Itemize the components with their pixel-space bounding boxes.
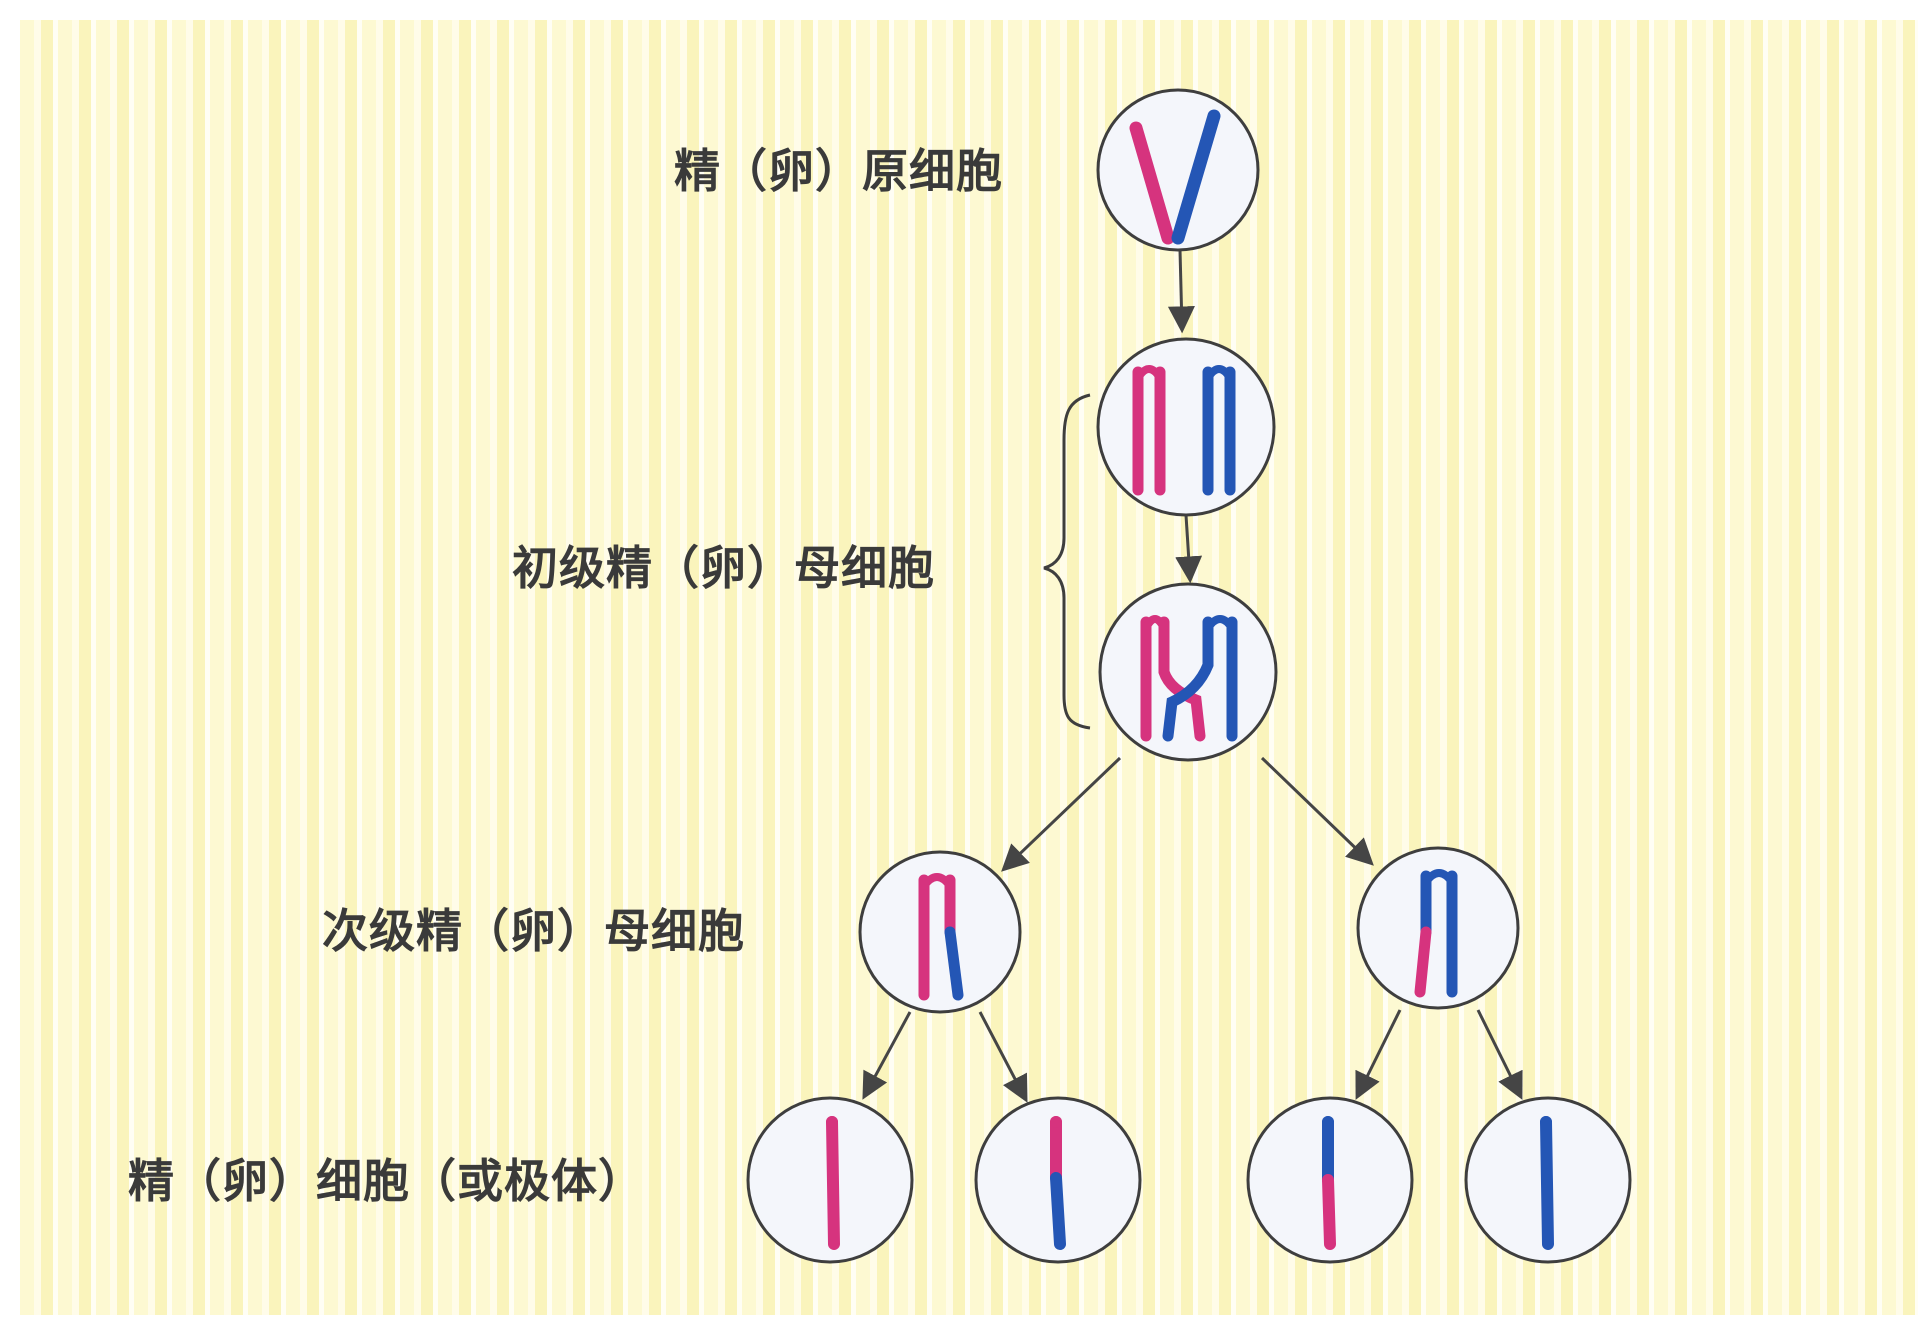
chromosome — [1171, 109, 1221, 245]
label-gamete: 精（卵）细胞（或极体） — [128, 1154, 645, 1208]
centromere — [1204, 365, 1234, 382]
arrow — [1167, 249, 1195, 334]
chromosomes-gametes — [826, 1116, 1554, 1250]
centromere — [1050, 1116, 1062, 1128]
label-secondary-spermatocyte: 次级精（卵）母细胞 — [322, 904, 745, 958]
centromere — [1134, 365, 1164, 382]
chromatid — [1162, 616, 1214, 742]
chromosome — [1540, 1116, 1554, 1250]
arrows — [862, 249, 1523, 1103]
chromosome — [1050, 1172, 1066, 1250]
arrow — [1355, 1009, 1402, 1100]
arrow — [1175, 514, 1203, 584]
chromosome — [1322, 1174, 1336, 1250]
chromatid — [1414, 926, 1432, 998]
chromosomes-primary-2 — [1140, 615, 1238, 742]
centromere — [1322, 1116, 1334, 1128]
arrow — [1001, 756, 1122, 872]
chromatid — [1158, 616, 1206, 742]
centromere — [826, 1116, 838, 1128]
centromere — [1142, 615, 1168, 632]
cell-secondary-2 — [1356, 846, 1520, 1010]
centromere — [1540, 1116, 1552, 1128]
chromatid — [944, 926, 964, 1001]
chromosome — [1129, 121, 1175, 245]
arrow — [1476, 1009, 1523, 1100]
arrow — [978, 1011, 1028, 1103]
cell-secondary-1 — [858, 850, 1022, 1014]
centromere — [1204, 615, 1236, 632]
chromosomes-secondary-2 — [1414, 869, 1458, 998]
cell-primary-2 — [1098, 582, 1278, 762]
chromosomes-spermatogonium — [1129, 109, 1221, 245]
chromosomes-secondary-1 — [918, 873, 964, 1001]
background — [20, 20, 1918, 1315]
brace — [1043, 393, 1091, 730]
centromere — [920, 873, 954, 890]
cells — [746, 88, 1632, 1264]
arrow — [862, 1011, 912, 1100]
cell-primary-1 — [1096, 337, 1276, 517]
label-spermatogonium: 精（卵）原细胞 — [674, 144, 1003, 198]
label-primary-spermatocyte: 初级精（卵）母细胞 — [512, 541, 935, 595]
chromosome — [826, 1116, 840, 1250]
arrow — [1260, 756, 1374, 866]
centromere — [1422, 869, 1456, 886]
chromosomes-primary-1 — [1132, 365, 1236, 496]
